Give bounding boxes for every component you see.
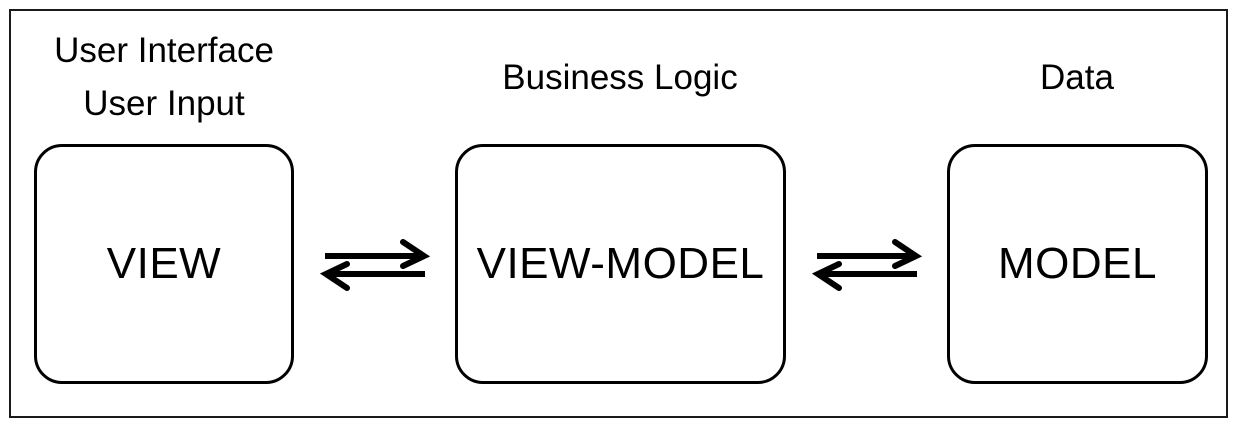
model-label: MODEL [998,239,1157,288]
bidirectional-arrows-icon [320,239,430,291]
model-box: MODEL [947,144,1208,384]
viewmodel-heading: Business Logic [420,51,820,104]
view-box: VIEW [34,144,294,384]
viewmodel-label: VIEW-MODEL [476,239,765,288]
viewmodel-box: VIEW-MODEL [455,144,786,384]
view-heading-line2: User Input [83,84,245,123]
view-label: VIEW [106,239,222,288]
view-heading: User Interface User Input [14,24,314,130]
model-heading: Data [977,51,1177,104]
model-heading-text: Data [1040,58,1114,97]
diagram-frame [9,9,1228,418]
view-heading-line1: User Interface [54,31,274,70]
bidirectional-arrows-icon [812,239,922,291]
viewmodel-heading-text: Business Logic [502,58,738,97]
